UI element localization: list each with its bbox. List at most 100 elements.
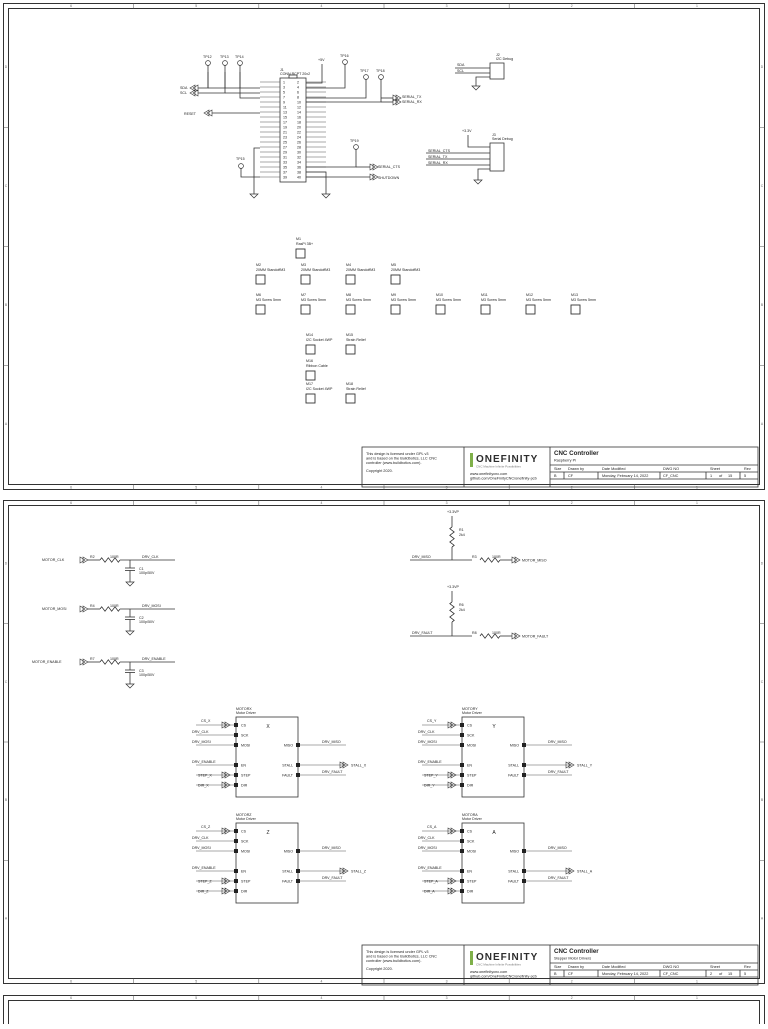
grid-column-label: 3	[446, 501, 448, 505]
net-label: DIR_Z	[198, 890, 209, 894]
net-port	[568, 867, 575, 875]
net-port	[203, 109, 210, 117]
power-label: +5V	[318, 58, 325, 62]
net-label: DRV_CLK	[418, 730, 435, 734]
pin-number: 35	[283, 165, 287, 169]
pin-name: STALL	[282, 764, 293, 768]
grid-column-label: 3	[446, 4, 448, 8]
grid-column-label: 5	[195, 501, 197, 505]
sheet-number: 2	[710, 972, 712, 976]
net-port	[565, 761, 572, 769]
sheet-subtitle: Stepper Motor Drivers	[554, 957, 591, 961]
pin-marker	[296, 773, 300, 777]
pin-marker	[296, 879, 300, 883]
capacitor-value: 100p/50V	[139, 673, 155, 677]
sheet-size: B	[554, 474, 557, 478]
grid-row-label: B	[5, 303, 8, 307]
date-modified: Monday, February 14, 2022	[602, 972, 648, 976]
wire	[239, 72, 260, 99]
net-label: DIR_X	[198, 784, 209, 788]
pin-marker	[460, 743, 464, 747]
wire	[240, 175, 260, 178]
net-label: SCL	[457, 69, 464, 73]
grid-row-label: D	[5, 65, 8, 69]
pin-name: FAULT	[282, 774, 294, 778]
axis-label: X	[266, 724, 270, 730]
title-block-frame	[361, 944, 759, 986]
wire	[253, 147, 260, 190]
pin-number: 6	[297, 90, 299, 94]
pin-marker	[522, 869, 526, 873]
pin-marker	[296, 743, 300, 747]
pin-name: STALL	[508, 870, 519, 874]
pin-number: 3	[283, 85, 285, 89]
pin-marker	[460, 889, 464, 893]
sheet-outer-border	[3, 3, 765, 490]
pin-name: CS	[241, 724, 247, 728]
net-label: DRV_MOSI	[192, 740, 211, 744]
brand-link: github.com/OneFinityCNC/onefinity-pcb	[470, 476, 537, 480]
net-label: STEP_Y	[424, 774, 438, 778]
mounting-hole	[570, 304, 581, 315]
net-port	[221, 887, 228, 895]
pin-name: MISO	[510, 744, 519, 748]
net-label: DRV_FAULT	[548, 770, 569, 774]
mounting-hole	[390, 274, 401, 285]
pin-marker	[296, 763, 300, 767]
part-ref: M2	[256, 263, 261, 267]
brand-tagline: CNC Machine Infinite Possibilities	[476, 963, 521, 967]
resistor-ref: R1	[459, 528, 464, 532]
title-block-header: DWG NO	[663, 467, 679, 471]
pin-number: 30	[297, 150, 301, 154]
net-label: DRV_FAULT	[412, 631, 433, 635]
brand-tagline: CNC Machine Infinite Possibilities	[476, 465, 521, 469]
testpoint-label: TP13	[220, 55, 229, 59]
grid-row-label: D	[5, 562, 8, 566]
net-port	[221, 771, 228, 779]
pin-marker	[460, 733, 464, 737]
net-label: STEP_A	[424, 880, 438, 884]
pin-marker	[296, 849, 300, 853]
grid-column-label: 6	[70, 996, 72, 1000]
net-label: MOTOR_MOSI	[42, 607, 67, 611]
connector-ref: J2	[496, 53, 500, 57]
pin-name: SCK	[467, 840, 475, 844]
title-block-header: Drawn by	[568, 467, 584, 471]
brand-link: www.onefinitycnc.com	[470, 472, 507, 476]
testpoint-label: TP16	[340, 54, 349, 58]
sheet-size: B	[554, 972, 557, 976]
part-name: M3 Screw 5mm	[526, 298, 551, 302]
net-label: STALL_Z	[351, 870, 367, 874]
driver-ref: MOTORY	[462, 707, 478, 711]
grid-column-label: 4	[320, 996, 322, 1000]
brand-logo-icon	[470, 453, 473, 467]
title-block-header: Drawn by	[568, 965, 584, 969]
net-label: CS_A	[427, 825, 437, 829]
grid-row-label: A	[5, 916, 8, 920]
grid-column-label: 3	[446, 486, 448, 490]
net-label: DRV_MOSI	[418, 740, 437, 744]
resistor-ref: R3	[472, 555, 477, 559]
part-name: Strain Relief	[346, 387, 366, 391]
ground-symbol	[249, 190, 259, 199]
license-text: This design is licensed under GPL v3	[366, 452, 429, 456]
grid-row-label: A	[761, 422, 764, 426]
part-name: M3 Screw 5mm	[346, 298, 371, 302]
testpoint-ring	[378, 74, 384, 80]
part-name: M3 Screw 5mm	[256, 298, 281, 302]
mounting-hole	[345, 393, 356, 404]
brand-logo: ONEFINITY	[476, 454, 538, 465]
driver-ref: MOTORA	[462, 813, 478, 817]
net-label: SERIAL_TX	[428, 155, 448, 159]
net-label: SHUTDOWN	[378, 176, 400, 180]
capacitor	[125, 669, 135, 673]
driver-name: Motor Driver	[462, 711, 483, 715]
grid-column-label: 1	[696, 4, 698, 8]
net-port	[189, 84, 196, 92]
brand-logo: ONEFINITY	[476, 952, 538, 963]
net-port	[221, 781, 228, 789]
pin-marker	[460, 773, 464, 777]
net-port	[79, 556, 86, 564]
